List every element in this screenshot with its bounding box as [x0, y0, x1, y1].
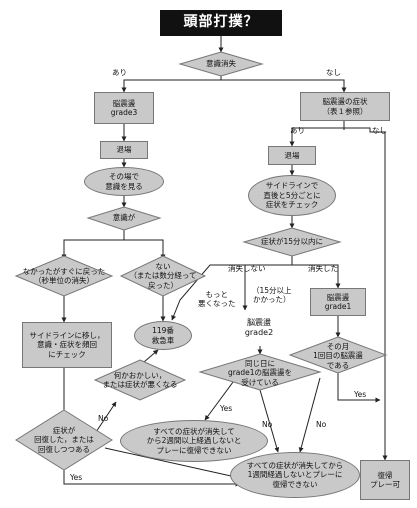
- concussion-symptoms-box: 脳震盪の症状 （表１参照）: [300, 92, 390, 121]
- label-yes-recovered: Yes: [70, 473, 83, 482]
- within15-diamond: [242, 227, 342, 257]
- consciousness-q-text: 意識が: [112, 213, 136, 223]
- concussion-grade3-box: 脳震盪 grade3: [94, 92, 154, 124]
- loss-consciousness-text: 意識消失: [206, 59, 236, 69]
- resolve-1wk-ellipse: すべての症状が消失してから 1週間経過しないとプレーに 復帰できない: [230, 452, 360, 498]
- label-yes-month: Yes: [354, 390, 367, 399]
- label-no-wrong: No: [98, 414, 109, 423]
- label-ari-left: あり: [112, 68, 127, 77]
- observe-consciousness-ellipse: その場で 意識を見る: [84, 167, 164, 196]
- label-yes-g1: Yes: [220, 404, 233, 413]
- resolve-2wk-ellipse: すべての症状が消失して から2週間以上経過しないと プレーに復帰できない: [120, 420, 268, 462]
- label-ari-right: あり: [290, 126, 305, 135]
- consciousness-diamond: [86, 206, 162, 231]
- label-no-resolve: 消失しない: [228, 264, 266, 273]
- concussion-grade2-text: 脳震盪 grade2: [244, 318, 274, 337]
- label-no-month: No: [316, 420, 327, 429]
- g1-sameday-text: 同じ日に grade1の脳震盪を 受けている: [227, 358, 293, 387]
- g1-sameday-diamond: [198, 353, 322, 391]
- within15-text: 症状が15分以内に: [260, 237, 324, 247]
- concussion-grade1-box: 脳震盪 grade1: [310, 288, 366, 316]
- left-exit-box: 退場: [100, 141, 148, 159]
- not-delayed-text: ない （または数分経って 戻った）: [129, 261, 197, 290]
- flowchart-title: 頭部打撲？: [160, 10, 282, 36]
- first-g1-diamond: [288, 336, 388, 374]
- label-nashi-right: なし: [372, 126, 387, 135]
- loss-consciousness-diamond: [178, 51, 264, 77]
- label-worse: もっと 悪くなった: [198, 290, 236, 309]
- not-delayed-diamond: [119, 255, 207, 297]
- ambulance-119-ellipse: 119番 救急車: [134, 321, 192, 350]
- label-no-g1: No: [262, 420, 273, 429]
- recovered-soon-text: なかったがすぐに戻った （秒単位の消失）: [22, 266, 106, 285]
- symptoms-recovered-text: 症状が 回復した，または 回復しつつある: [34, 425, 94, 454]
- label-nashi-top: なし: [326, 68, 341, 77]
- first-g1-month-text: その月 1回目の脳震盪 である: [313, 341, 363, 370]
- recovered-soon-diamond: [14, 255, 114, 297]
- recovered-diamond: [15, 409, 113, 471]
- label-over15: （15分以上 かかった）: [252, 286, 292, 305]
- right-exit-box: 退場: [268, 146, 316, 165]
- something-wrong-diamond: [93, 359, 187, 401]
- sideline-5min-ellipse: サイドラインで 直後と5分ごとに 症状をチェック: [248, 175, 336, 216]
- label-resolved: 消失した: [308, 264, 338, 273]
- something-wrong-text: 何かおかしい， または症状が悪くなる: [102, 370, 178, 389]
- sideline-check-box: サイドラインに移し， 意識・症状を頻回 にチェック: [22, 322, 112, 368]
- return-play-box: 復帰 プレー可: [360, 460, 410, 500]
